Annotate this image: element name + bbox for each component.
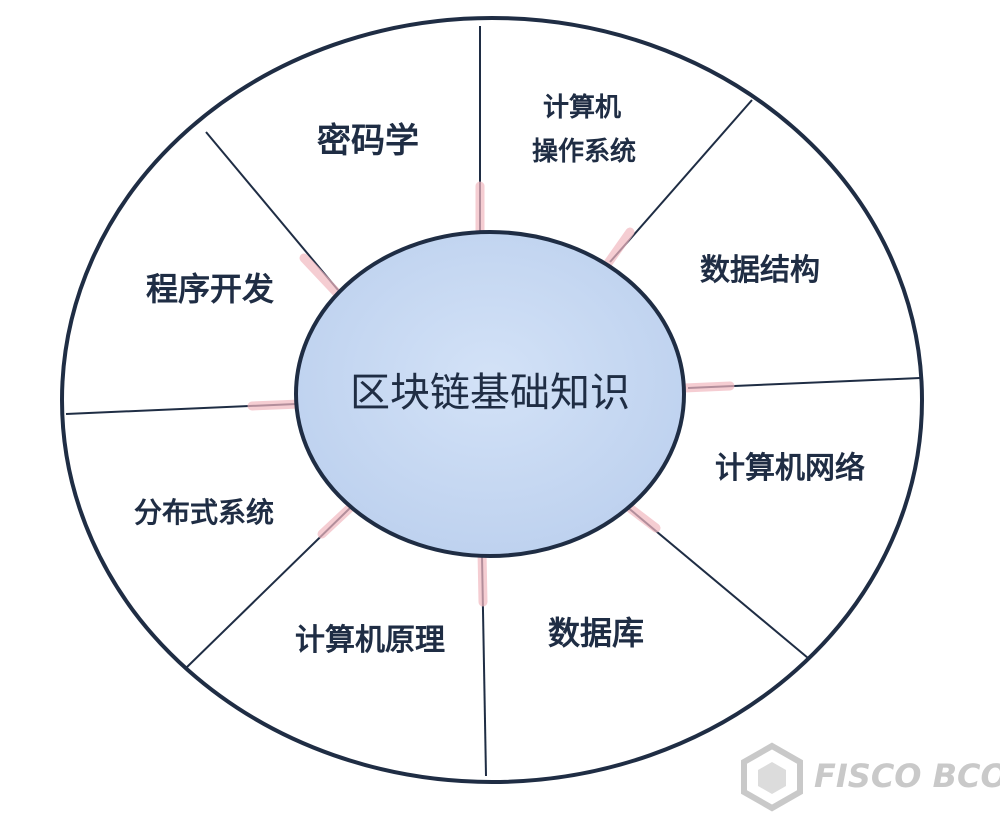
fisco-logo-icon — [741, 742, 803, 812]
glow-accent — [247, 399, 305, 411]
segment-label-data-structures: 数据结构 — [700, 253, 820, 288]
divider-line — [205, 131, 339, 291]
divider-line — [609, 99, 753, 263]
segment-label-computer-principles: 计算机原理 — [295, 623, 445, 658]
glow-accent — [317, 501, 357, 539]
glow-accent — [299, 253, 341, 297]
center-hub-label: 区块链基础知识 — [350, 370, 630, 416]
segment-label-database: 数据库 — [548, 614, 644, 652]
glow-accent — [679, 381, 735, 393]
glow-accents — [247, 181, 735, 607]
segment-label-programming: 程序开发 — [146, 270, 274, 308]
glow-accent — [477, 547, 488, 607]
segment-label-cryptography: 密码学 — [317, 121, 419, 161]
segment-label-distributed-systems: 分布式系统 — [134, 496, 274, 529]
segment-label-os-line2: 操作系统 — [532, 136, 636, 167]
segment-label-networking: 计算机网络 — [715, 451, 865, 486]
segment-label-os-line1: 计算机 — [543, 92, 621, 123]
watermark-text: FISCO BCOS — [814, 757, 1000, 795]
center-hub — [294, 230, 686, 558]
glow-accent — [601, 227, 635, 271]
fisco-bcos-watermark: FISCO BCOS — [741, 742, 1000, 812]
